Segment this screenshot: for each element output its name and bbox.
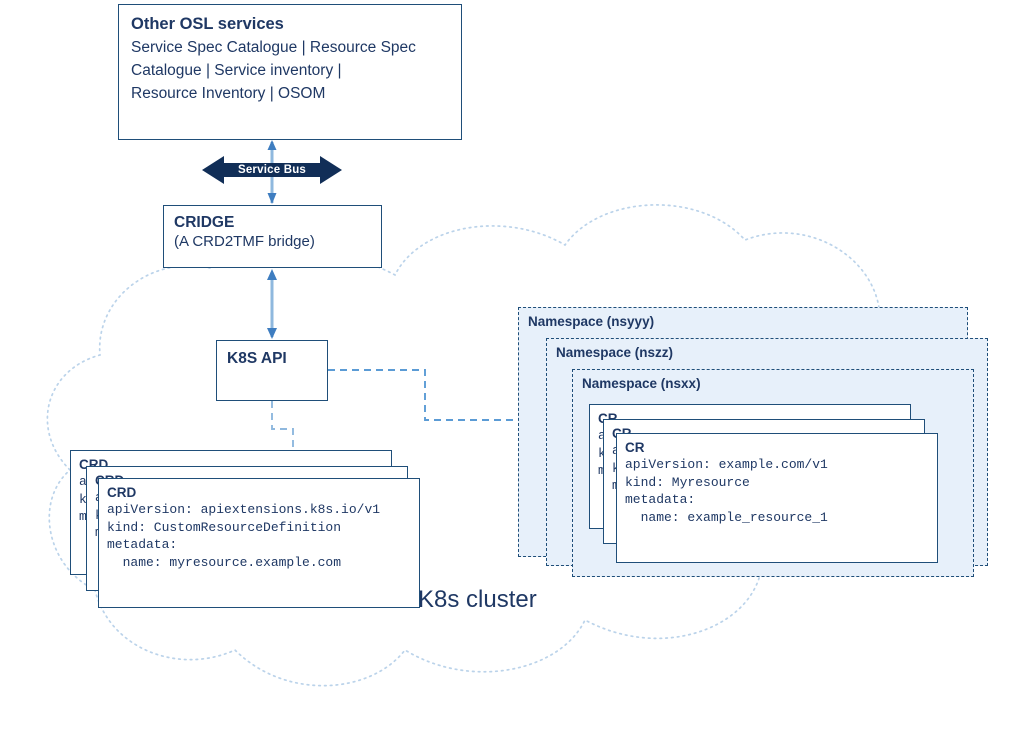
k8s-cluster-label: K8s cluster — [418, 586, 537, 613]
k8sapi-to-namespace-connector — [328, 369, 600, 421]
other-osl-services-box: Other OSL services Service Spec Catalogu… — [118, 4, 462, 140]
osl-line-2: Catalogue | Service inventory | — [131, 62, 342, 79]
cr-line-3: metadata: — [625, 492, 696, 507]
crd-line-2: kind: CustomResourceDefinition — [107, 519, 342, 535]
crd-line-4: name: myresource.example.com — [107, 554, 342, 570]
cridge-box: CRIDGE (A CRD2TMF bridge) — [163, 205, 382, 268]
k8s-api-title: K8S API — [227, 350, 287, 367]
service-bus-label: Service Bus — [237, 164, 307, 176]
cr-line-2: kind: Myresource — [625, 474, 750, 490]
crd-title: CRD — [107, 485, 137, 500]
cridge-title: CRIDGE — [174, 214, 235, 231]
cridge-subtitle: (A CRD2TMF bridge) — [174, 233, 315, 250]
namespace-label: Namespace (nszz) — [556, 345, 674, 360]
cr-line-4: name: example_resource_1 — [625, 509, 828, 525]
crd-line-3: metadata: — [107, 537, 178, 552]
service-bus-arrow: Service Bus — [202, 154, 342, 186]
k8s-api-box: K8S API — [216, 340, 328, 401]
cridge-to-k8sapi-arrow — [267, 269, 277, 339]
cr-title: CR — [625, 440, 645, 455]
osl-line-1: Service Spec Catalogue | Resource Spec — [131, 39, 416, 56]
cr-line-1: apiVersion: example.com/v1 — [625, 457, 828, 472]
crd-card-front: CRD apiVersion: apiextensions.k8s.io/v1 … — [98, 478, 420, 608]
crd-line-1: apiVersion: apiextensions.k8s.io/v1 — [107, 502, 381, 517]
osl-line-3: Resource Inventory | OSOM — [131, 85, 326, 102]
namespace-label: Namespace (nsyyy) — [528, 314, 655, 329]
service-bus-shape — [202, 156, 342, 184]
namespace-label: Namespace (nsxx) — [582, 376, 701, 391]
osl-title: Other OSL services — [131, 15, 284, 33]
cr-card-front: CR apiVersion: example.com/v1 kind: Myre… — [616, 433, 938, 563]
